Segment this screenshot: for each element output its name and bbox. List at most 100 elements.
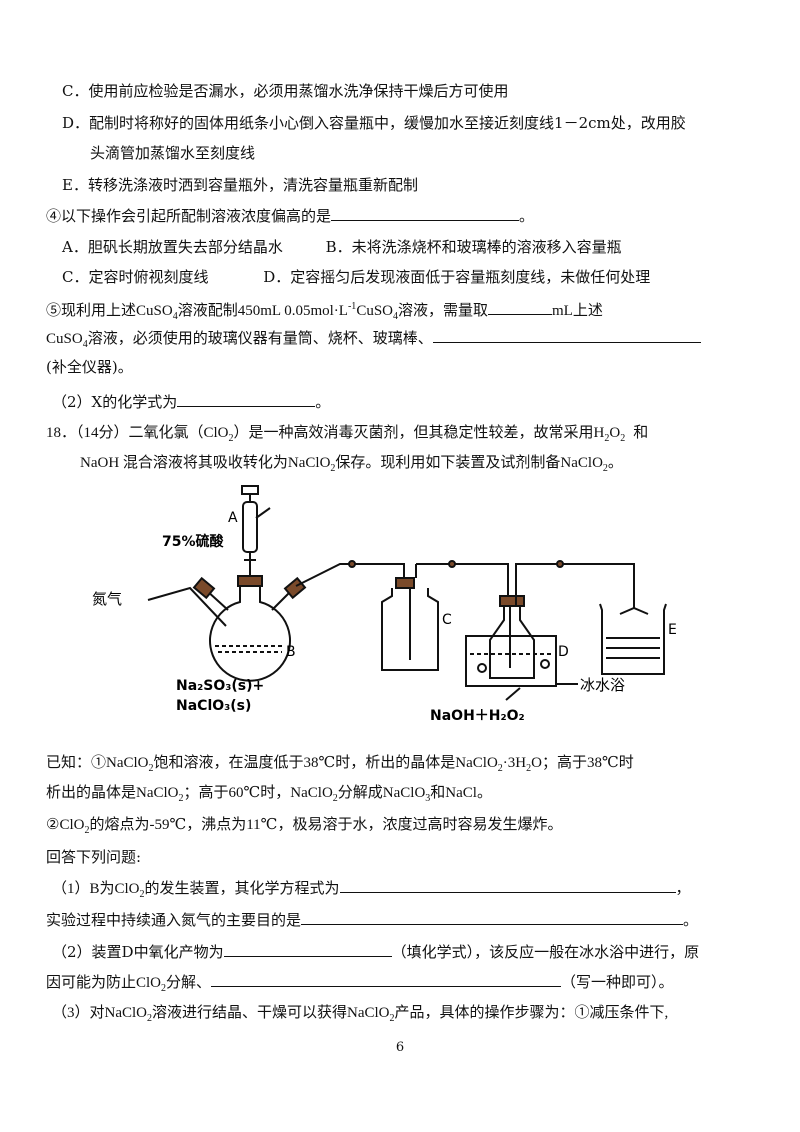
question-4-option-a: A．胆矾长期放置失去部分结晶水 [62, 238, 283, 256]
subscript: 2 [330, 463, 336, 474]
answer-2-line2: 因可能为防止ClO2分解、（写一种即可）。 [46, 970, 674, 1000]
answer-blank[interactable] [211, 970, 562, 987]
q5-line2-a: CuSO [46, 331, 83, 347]
known1-d: O；高于38℃时 [531, 755, 634, 771]
question-5-line2: CuSO4溶液，必须使用的玻璃仪器有量筒、烧杯、玻璃棒、 [46, 326, 701, 356]
q5-part-b: 溶液配制450mL 0.05mol·L [177, 303, 348, 319]
known3-a: ②ClO [46, 817, 85, 833]
q5-part-e: mL上述 [552, 303, 603, 319]
label-reagent-2: NaClO₃(s) [176, 698, 251, 714]
superscript: -1 [347, 301, 357, 312]
option-e: E．转移洗涤液时洒到容量瓶外，清洗容量瓶重新配制 [62, 176, 418, 194]
known2-c: 分解成NaClO [337, 785, 426, 801]
a3-b: 溶液进行结晶、干燥可以获得NaClO [152, 1005, 390, 1021]
label-nitrogen: 氮气 [92, 590, 122, 608]
q18-line2-c: 。 [607, 455, 623, 471]
subscript: 3 [425, 793, 431, 804]
question-4-text: ④以下操作会引起所配制溶液浓度偏高的是 [46, 207, 332, 225]
answer-1-line1: （1）B为ClO2的发生装置，其化学方程式为， [52, 876, 691, 906]
answer-blank[interactable] [339, 876, 676, 893]
question-4-options-cd: C．定容时俯视刻度线 D．定容摇匀后发现液面低于容量瓶刻度线，未做任何处理 [62, 266, 650, 288]
a1-e: 。 [683, 911, 699, 929]
known-line1: 已知：①NaClO2饱和溶液，在温度低于38℃时，析出的晶体是NaClO2·3H… [46, 752, 634, 780]
option-d-line1: D．配制时将称好的固体用纸条小心倒入容量瓶中，缓慢加水至接近刻度线1－2cm处，… [62, 114, 686, 132]
q18-d: 和 [633, 425, 649, 441]
subscript: 2 [497, 763, 503, 774]
apparatus-diagram: A 75%硫酸 氮气 B C D E Na₂SO₃(s)+ NaClO₃(s) … [92, 485, 677, 724]
answer-2-line1: （2）装置D中氧化产物为 （填化学式），该反应一般在冰水浴中进行，原 [52, 940, 699, 963]
question-4-option-b: B．未将洗涤烧杯和玻璃棒的溶液移入容量瓶 [325, 238, 622, 256]
subscript: 2 [604, 433, 610, 444]
a2-e: （写一种即可）。 [561, 975, 674, 991]
known1-a: 已知：①NaClO [46, 755, 149, 771]
subscript: 4 [172, 311, 178, 322]
a2-a: （2）装置D中氧化产物为 [52, 943, 224, 961]
subscript: 2 [602, 463, 608, 474]
a1-b: 的发生装置，其化学方程式为 [144, 881, 340, 897]
answer-prompt: 回答下列问题: [46, 848, 142, 866]
label-c: C [442, 612, 452, 628]
answer-blank[interactable] [432, 326, 701, 343]
label-e: E [668, 622, 677, 638]
question-2-x: （2）X的化学式为。 [52, 390, 330, 413]
q18-b: ）是一种高效消毒灭菌剂，但其稳定性较差，故常采用H [233, 425, 605, 441]
a1-c: ， [675, 881, 691, 897]
question-4-option-d: D．定容摇匀后发现液面低于容量瓶刻度线，未做任何处理 [263, 268, 651, 286]
q18-c: O [609, 425, 621, 441]
question-18-line1: 18．（14分）二氧化氯（ClO2）是一种高效消毒灭菌剂，但其稳定性较差，故常采… [46, 422, 648, 450]
q18-line2-b: 保存。现利用如下装置及试剂制备NaClO [335, 455, 603, 471]
label-b: B [286, 644, 296, 660]
answer-blank[interactable] [331, 204, 520, 221]
subscript: 2 [178, 793, 184, 804]
answer-3-line1: （3）对NaClO2溶液进行结晶、干燥可以获得NaClO2产品，具体的操作步骤为… [52, 1002, 668, 1030]
known2-b: ；高于60℃时，NaClO [183, 785, 333, 801]
subscript: 2 [148, 763, 154, 774]
known-line2: 析出的晶体是NaClO2；高于60℃时，NaClO2分解成NaClO3和NaCl… [46, 782, 492, 810]
known2-a: 析出的晶体是NaClO [46, 785, 179, 801]
q18-line2-a: NaOH 混合溶液将其吸收转化为NaClO [80, 455, 331, 471]
answer-blank[interactable] [301, 908, 684, 925]
known2-d: 和NaCl。 [430, 785, 492, 801]
known3-b: 的熔点为-59℃，沸点为11℃，极易溶于水，浓度过高时容易发生爆炸。 [89, 817, 563, 833]
label-reagent-1: Na₂SO₃(s)+ [176, 678, 264, 694]
subscript: 2 [228, 433, 234, 444]
label-naoh: NaOH＋H₂O₂ [430, 708, 525, 724]
answer-blank[interactable] [223, 940, 392, 957]
subscript: 2 [389, 1013, 395, 1024]
q5-part-a: ⑤现利用上述CuSO [46, 303, 173, 319]
q5-part-d: 溶液，需量取 [398, 303, 489, 319]
subscript: 2 [84, 825, 90, 836]
page-number: 6 [395, 1040, 405, 1055]
subscript: 4 [82, 339, 88, 350]
question-5-line1: ⑤现利用上述CuSO4溶液配制450mL 0.05mol·L-1CuSO4溶液，… [46, 296, 603, 328]
known1-b: 饱和溶液，在温度低于38℃时，析出的晶体是NaClO [153, 755, 498, 771]
question-4: ④以下操作会引起所配制溶液浓度偏高的是 。 [46, 204, 534, 227]
subscript: 2 [139, 889, 145, 900]
label-acid: 75%硫酸 [162, 533, 225, 550]
question-5-line3: (补全仪器)。 [46, 358, 133, 376]
a3-c: 产品，具体的操作步骤为：①减压条件下, [394, 1005, 669, 1021]
q2-text: （2）X的化学式为 [52, 393, 178, 411]
a3-a: （3）对NaClO [52, 1005, 147, 1021]
a2-b: （填化学式），该反应一般在冰水浴中进行，原 [391, 943, 700, 961]
answer-blank[interactable] [177, 390, 316, 407]
question-18-line2: NaOH 混合溶液将其吸收转化为NaClO2保存。现利用如下装置及试剂制备NaC… [80, 452, 623, 480]
subscript: 2 [147, 1013, 152, 1024]
option-c: C．使用前应检验是否漏水，必须用蒸馏水洗净保持干燥后方可使用 [62, 82, 509, 100]
answer-blank[interactable] [488, 298, 553, 315]
q18-a: 18．（14分）二氧化氯（ClO [46, 425, 229, 441]
label-a: A [228, 510, 238, 526]
subscript: 2 [620, 433, 626, 444]
subscript: 2 [332, 793, 338, 804]
option-d-line2: 头滴管加蒸馏水至刻度线 [90, 144, 256, 162]
q5-line2-b: 溶液，必须使用的玻璃仪器有量筒、烧杯、玻璃棒、 [87, 331, 433, 347]
label-ice-bath: 冰水浴 [580, 676, 625, 694]
known-line3: ②ClO2的熔点为-59℃，沸点为11℃，极易溶于水，浓度过高时容易发生爆炸。 [46, 814, 562, 842]
subscript: 4 [393, 311, 398, 322]
answer-1-line2: 实验过程中持续通入氮气的主要目的是 。 [46, 908, 698, 931]
question-4-end: 。 [519, 207, 535, 225]
a1-d: 实验过程中持续通入氮气的主要目的是 [46, 911, 302, 929]
question-4-option-c: C．定容时俯视刻度线 [62, 268, 209, 286]
a2-c: 因可能为防止ClO [46, 975, 162, 991]
q5-part-c: CuSO [356, 303, 393, 319]
